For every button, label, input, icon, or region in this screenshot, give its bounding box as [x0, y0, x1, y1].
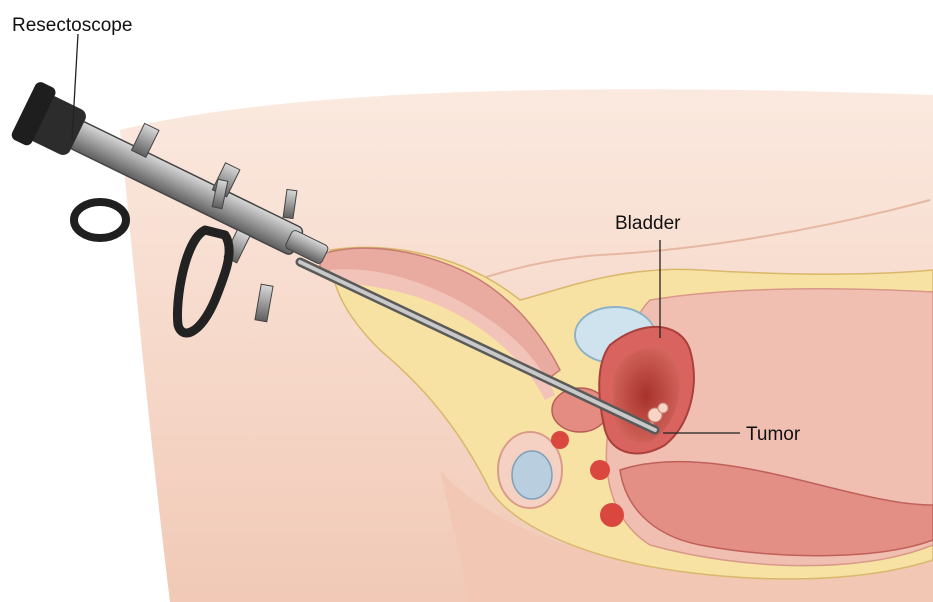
label-tumor: Tumor — [746, 424, 801, 445]
label-resectoscope: Resectoscope — [12, 15, 132, 36]
label-bladder: Bladder — [615, 213, 681, 234]
